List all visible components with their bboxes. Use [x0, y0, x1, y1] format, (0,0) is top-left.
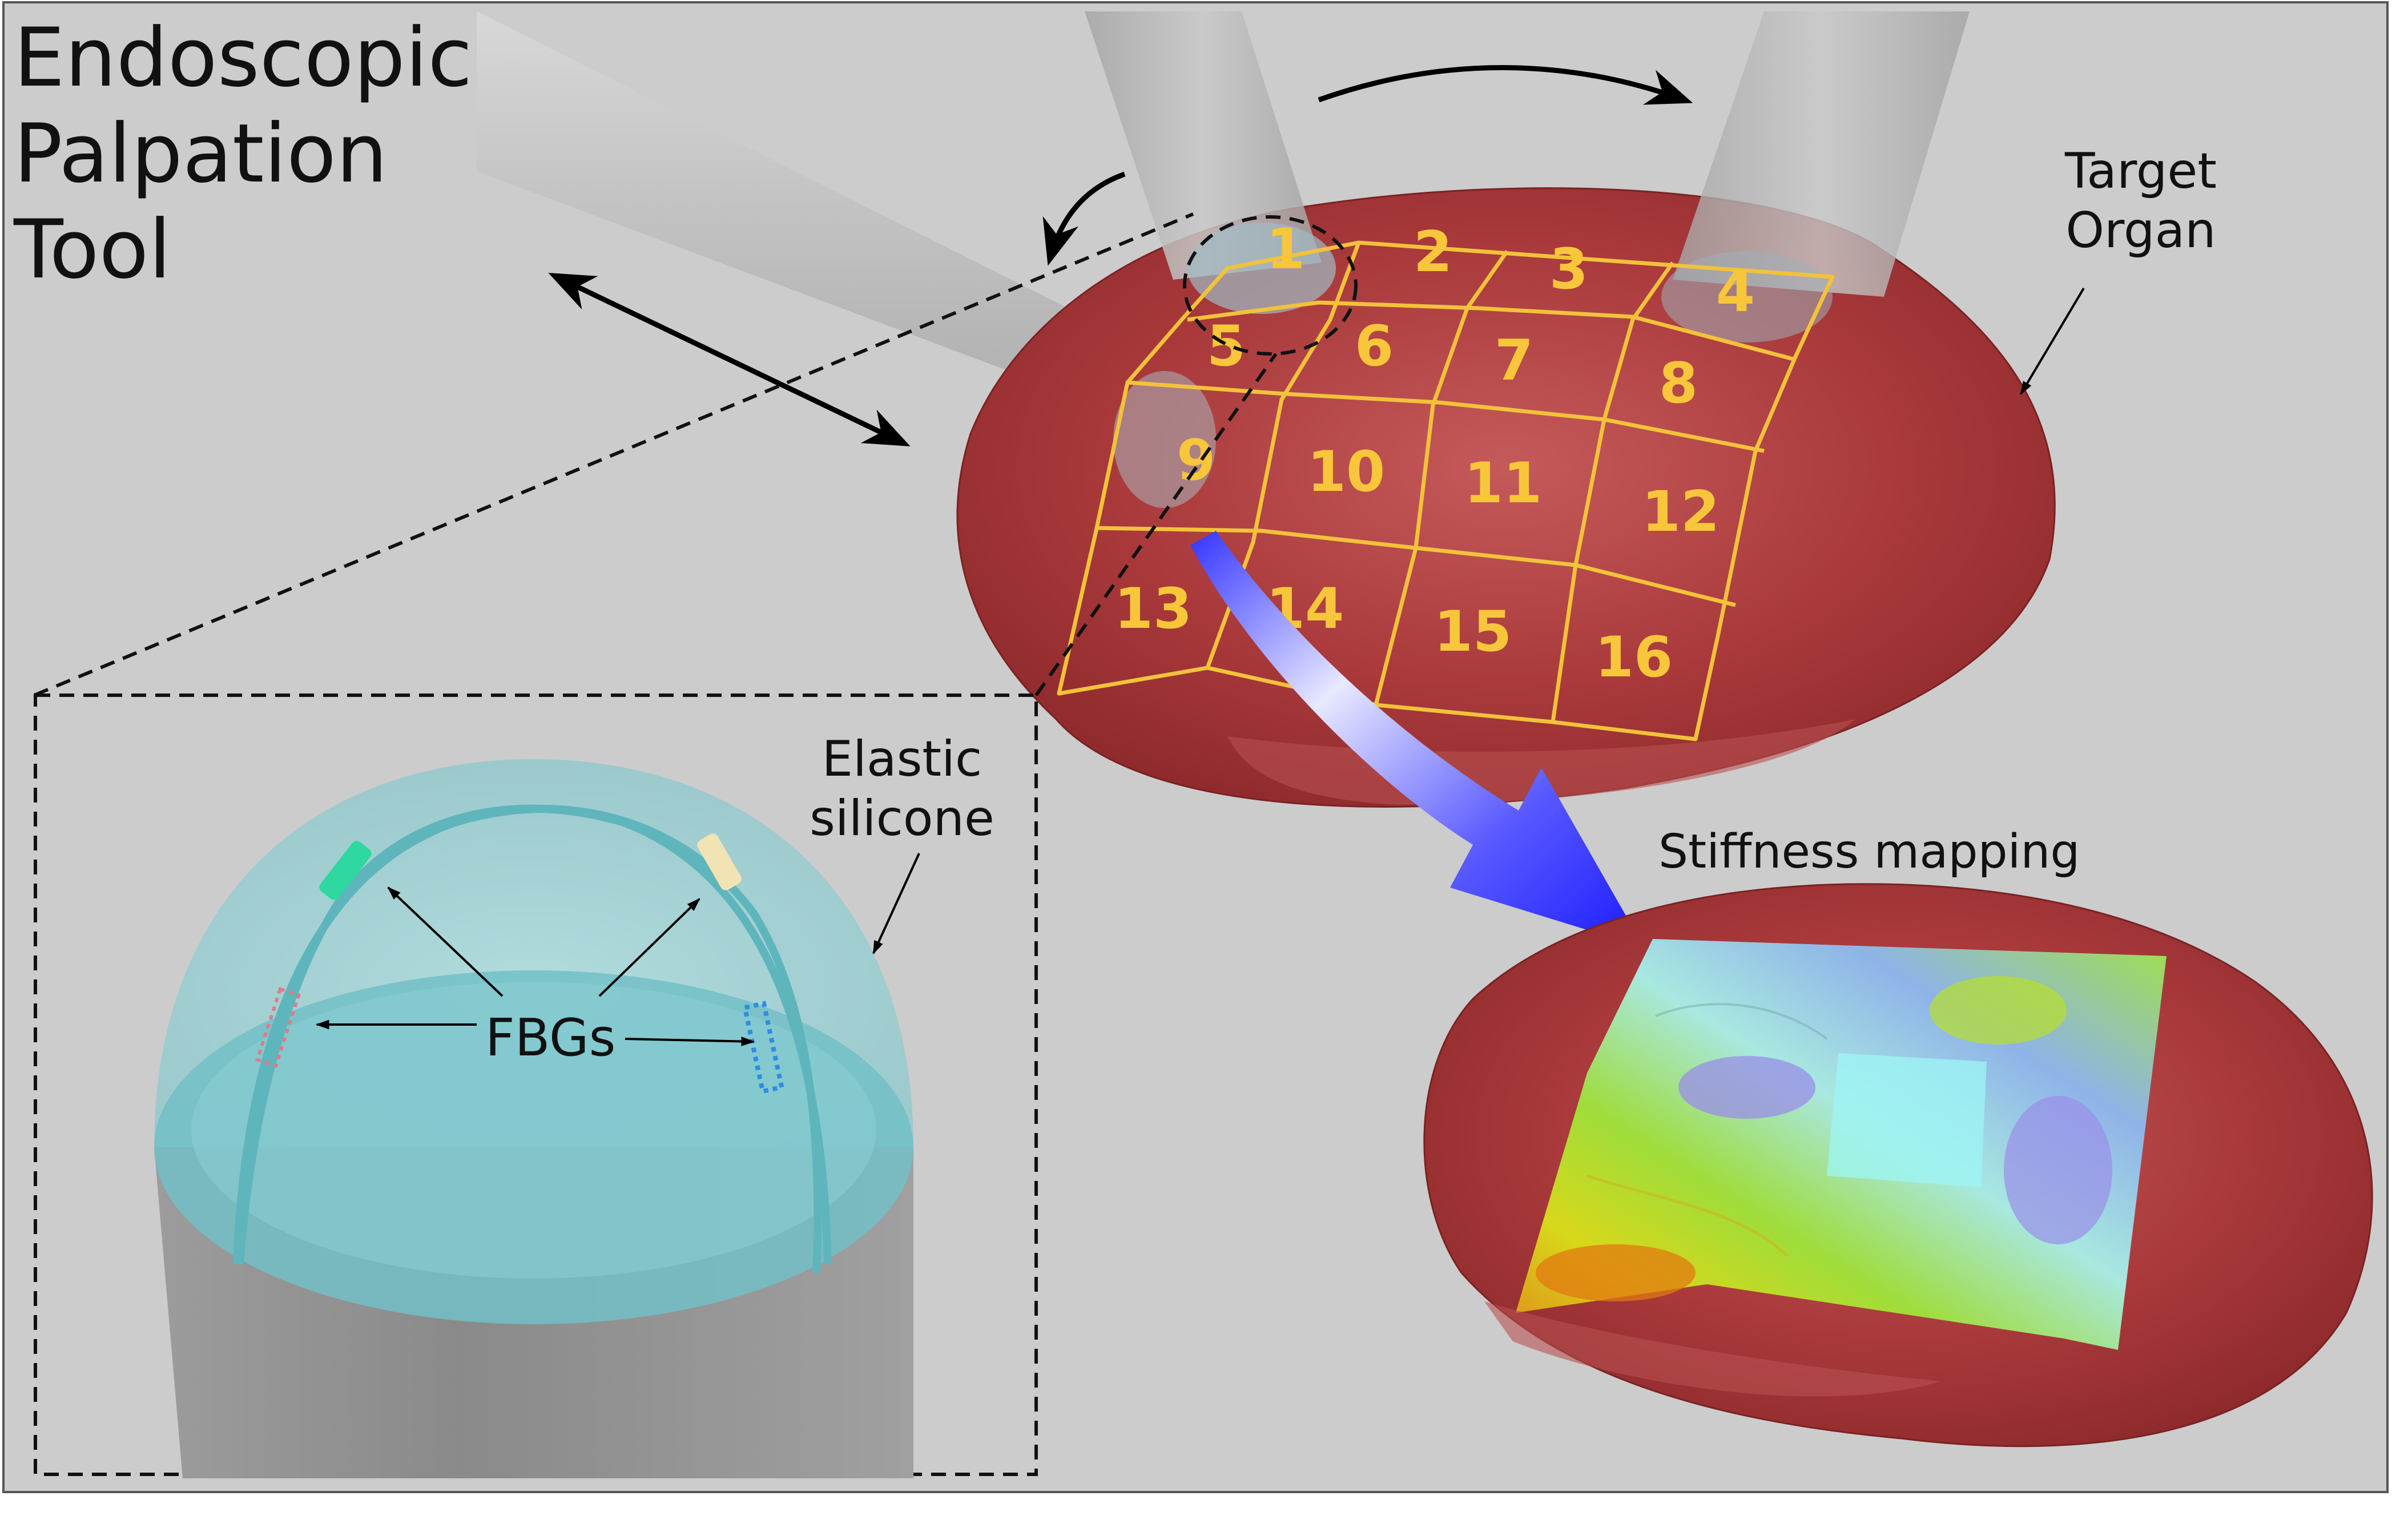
- target-organ: [956, 187, 2056, 808]
- title-line-2: Palpation: [14, 107, 388, 201]
- fbgs-label: FBGs: [485, 1008, 616, 1068]
- grid-cell-11: 11: [1464, 451, 1542, 516]
- grid-cell-16: 16: [1595, 625, 1673, 690]
- zoom-line-top: [33, 212, 1194, 697]
- target-organ-label-line-1: Target: [2064, 143, 2217, 200]
- grid-cell-9: 9: [1177, 428, 1215, 493]
- palpation-sensor: [154, 759, 913, 1478]
- grid-cell-1: 1: [1266, 217, 1305, 282]
- mapped-organ: [1423, 883, 2373, 1448]
- grid-cell-5: 5: [1207, 314, 1246, 379]
- title-line-1: Endoscopic: [14, 11, 473, 105]
- grid-cell-4: 4: [1716, 260, 1755, 325]
- grid-cell-8: 8: [1659, 351, 1698, 416]
- fbg-left: [255, 987, 301, 1068]
- tool-shaft-diagonal: [477, 11, 1193, 434]
- fbg-top-left: [319, 841, 372, 900]
- tool-tip-left: [1187, 223, 1336, 314]
- elastic-pointer: [872, 853, 920, 955]
- grid-cell-numbers: 1 2 3 4 5 6 7 8 9 10 11 12 13 14 15 16: [1114, 217, 1755, 690]
- target-organ-label: Target Organ: [2058, 142, 2224, 260]
- tooltip-highlight-circle: [1183, 215, 1358, 356]
- figure-title: Endoscopic Palpation Tool: [14, 10, 482, 298]
- grid-cell-2: 2: [1414, 220, 1452, 285]
- grid-cell-3: 3: [1549, 237, 1588, 302]
- fbg-arrow-right: [625, 1037, 755, 1046]
- stiffness-mapping-label: Stiffness mapping: [1658, 825, 2080, 879]
- translation-arrow: [548, 272, 911, 447]
- zoom-line-bottom: [1034, 353, 1278, 696]
- grid-cell-7: 7: [1495, 328, 1533, 393]
- grid-cell-15: 15: [1434, 599, 1512, 664]
- fbg-top-right: [697, 833, 742, 890]
- rotation-arrow-left: [1042, 171, 1126, 266]
- fbg-arrow-top-left: [387, 886, 504, 997]
- grid-cell-6: 6: [1355, 314, 1394, 379]
- fbg-arrow-top-right: [598, 898, 700, 997]
- elastic-silicone-label: Elastic silicone: [805, 729, 999, 848]
- elastic-label-line-1: Elastic: [822, 731, 982, 788]
- title-line-3: Tool: [14, 203, 171, 297]
- grid-cell-10: 10: [1307, 440, 1385, 505]
- elastic-label-line-2: silicone: [810, 790, 994, 847]
- target-organ-pointer: [2020, 287, 2085, 396]
- optical-fiber-2: [236, 804, 832, 1265]
- tool-shaft-vertical-right: [1673, 11, 1970, 297]
- target-organ-label-line-2: Organ: [2065, 202, 2216, 259]
- mapping-arrow: [1190, 531, 1644, 948]
- rotation-arrow-top: [1318, 65, 1693, 105]
- fbg-right: [742, 1001, 784, 1094]
- grid-cell-13: 13: [1114, 576, 1192, 642]
- tool-shaft-vertical-left: [1085, 11, 1322, 280]
- grid-cell-12: 12: [1642, 479, 1720, 545]
